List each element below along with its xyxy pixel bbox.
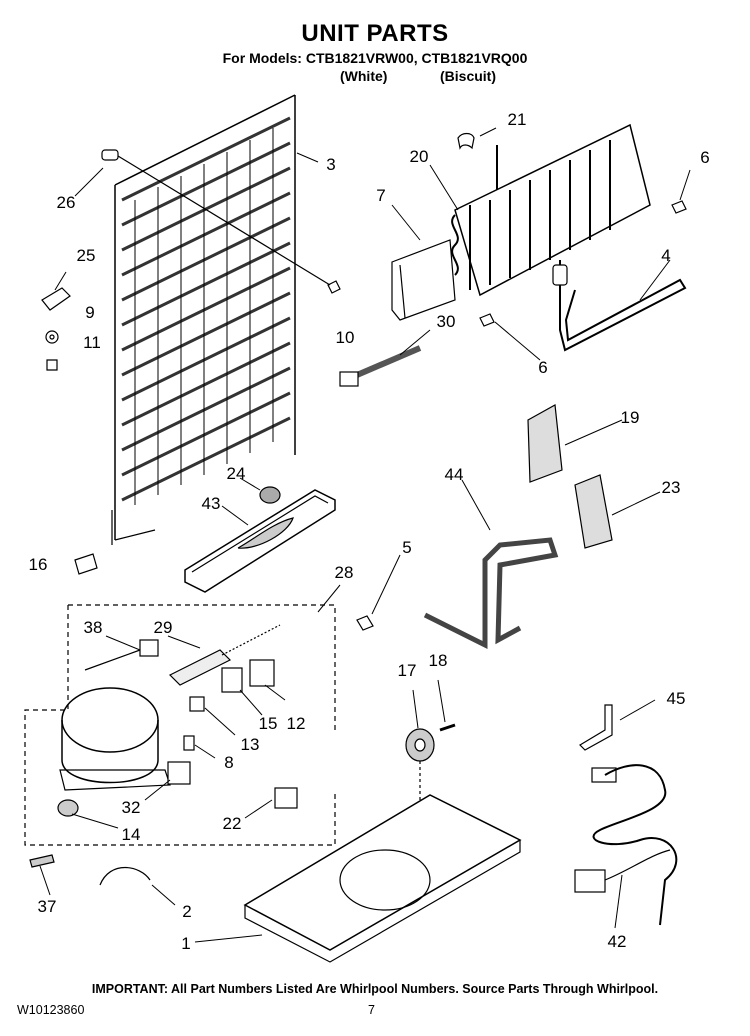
drain-pan-43: [184, 486, 336, 593]
callout-16: 16: [28, 555, 48, 574]
callout-29: 29: [153, 618, 173, 637]
callout-13: 13: [240, 735, 260, 754]
condenser-coil: [111, 94, 296, 545]
page-title: UNIT PARTS: [301, 20, 449, 47]
compressor: [59, 687, 171, 791]
cover-32: [167, 761, 191, 785]
callout-18: 18: [428, 651, 448, 670]
screw-6-top: [671, 200, 687, 214]
heater-loop-4: [559, 260, 687, 352]
capacitor-29: [168, 649, 232, 686]
clip-37: [29, 854, 55, 868]
callout-20: 20: [409, 147, 429, 166]
leader-lines: [39, 127, 691, 943]
callout-28: 28: [334, 563, 354, 582]
callout-37: 37: [37, 897, 57, 916]
bracket-13: [189, 696, 205, 712]
important-note: IMPORTANT: All Part Numbers Listed Are W…: [91, 982, 659, 996]
relay-12: [249, 659, 275, 687]
callout-5: 5: [402, 538, 412, 557]
cable-tie-30: [339, 345, 422, 387]
callout-8: 8: [224, 753, 234, 772]
bracket-7: [391, 239, 456, 321]
screw-5: [356, 615, 374, 631]
callout-15: 15: [258, 714, 278, 733]
callout-3: 3: [326, 155, 336, 174]
callout-42: 42: [607, 932, 627, 951]
clip-21: [457, 132, 475, 150]
callout-26: 26: [56, 193, 76, 212]
callout-32: 32: [121, 798, 141, 817]
callout-19: 19: [620, 408, 640, 427]
variant-white: (White): [340, 68, 388, 84]
callout-25: 25: [76, 246, 96, 265]
wire-2: [99, 867, 151, 886]
screw-8: [183, 735, 195, 751]
coil-assembly: [451, 123, 651, 297]
screw-26: [101, 149, 331, 286]
grommet-14: [57, 799, 79, 817]
callout-4: 4: [661, 246, 671, 265]
callout-9: 9: [85, 303, 95, 322]
callout-45: 45: [666, 689, 686, 708]
callout-6-bottom: 6: [538, 358, 548, 377]
callout-17: 17: [397, 661, 417, 680]
insulation-23: [574, 474, 613, 549]
callout-24: 24: [226, 464, 246, 483]
screw-6-bottom: [479, 313, 495, 327]
callout-21: 21: [507, 110, 527, 129]
callout-7: 7: [376, 186, 386, 205]
grommet-24: [259, 486, 281, 504]
document-number: W10123860: [17, 1003, 85, 1017]
callout-23: 23: [661, 478, 681, 497]
callout-14: 14: [121, 825, 141, 844]
screw-18: [439, 723, 456, 732]
callout-1: 1: [181, 934, 191, 953]
tube-44: [423, 537, 559, 650]
callout-44: 44: [444, 465, 464, 484]
bracket-fasteners: [41, 287, 71, 371]
callout-6-top: 6: [700, 148, 710, 167]
overload-15: [221, 667, 243, 693]
bracket-45: [579, 704, 613, 751]
callout-2: 2: [182, 902, 192, 921]
screw-10: [327, 280, 341, 294]
callout-38: 38: [83, 618, 103, 637]
relay-38: [139, 639, 159, 657]
wire-harness-42: [574, 764, 678, 926]
models-line: For Models: CTB1821VRW00, CTB1821VRQ00: [222, 50, 528, 66]
callout-43: 43: [201, 494, 221, 513]
relay-22: [274, 787, 298, 809]
callout-30: 30: [436, 312, 456, 331]
callout-10: 10: [335, 328, 355, 347]
page-number: 7: [368, 1003, 375, 1017]
base-pan: [243, 760, 522, 963]
insulation-19: [527, 404, 563, 483]
clip-16: [74, 553, 98, 575]
variant-biscuit: (Biscuit): [440, 68, 496, 84]
callout-22: 22: [222, 814, 242, 833]
callout-12: 12: [286, 714, 306, 733]
callout-11: 11: [83, 333, 101, 352]
